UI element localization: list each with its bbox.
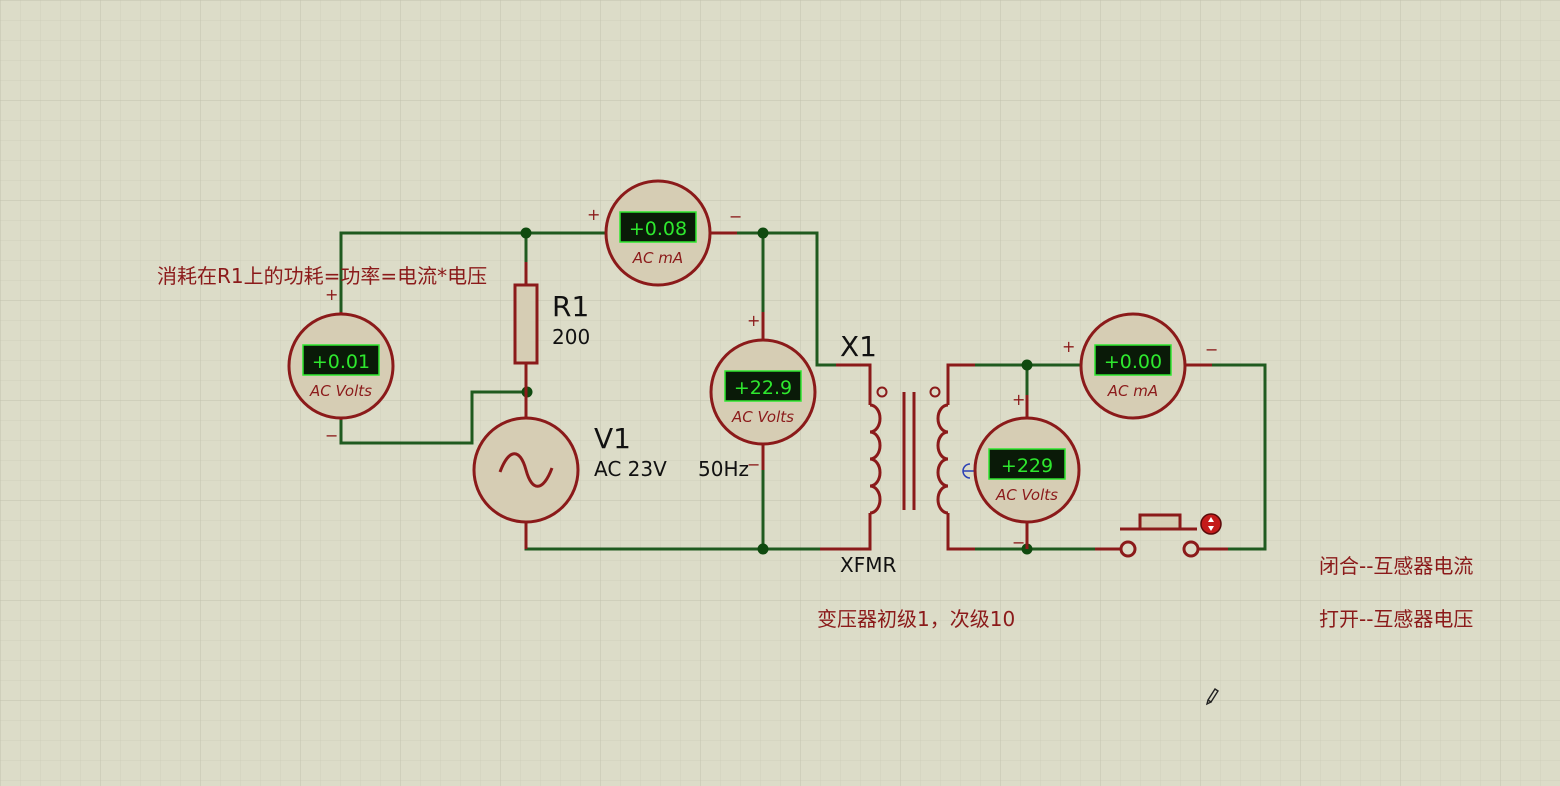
minus-terminal-label: −	[729, 207, 742, 226]
meter-lcd	[1094, 344, 1172, 376]
xfmr-ratio-note: 变压器初级1，次级10	[817, 607, 1015, 631]
polarity-dot	[876, 386, 888, 398]
power-note: 消耗在R1上的功耗=功率=电流*电压	[157, 264, 487, 288]
plus-terminal-label: +	[1012, 390, 1025, 409]
meter-reading: +0.01	[312, 351, 370, 373]
minus-terminal-label: −	[325, 426, 338, 445]
v1-value-label: AC 23V	[594, 457, 667, 481]
push-button-switch[interactable]	[1095, 513, 1228, 558]
meter-unit: AC Volts	[731, 408, 794, 426]
x1-type-label: XFMR	[840, 553, 896, 577]
wire-ma-right-out	[1210, 363, 1267, 551]
primary-coil	[869, 403, 882, 515]
meter-reading: +22.9	[734, 377, 792, 399]
meter-ma-right[interactable]: +0.00 AC mA + −	[1062, 312, 1218, 420]
meter-lcd	[302, 344, 380, 376]
meter-reading: +0.08	[629, 218, 687, 240]
meter-lcd	[619, 211, 697, 243]
meter-unit: AC Volts	[309, 382, 372, 400]
plus-terminal-label: +	[1062, 337, 1075, 356]
pencil-cursor-icon	[1205, 688, 1219, 706]
meter-volt-left[interactable]: +0.01 AC Volts + −	[287, 285, 395, 445]
switch-closed-note: 闭合--互感器电流	[1319, 554, 1473, 578]
meter-reading: +0.00	[1104, 351, 1162, 373]
junctions	[520, 227, 1033, 555]
minus-terminal-label: −	[747, 455, 760, 474]
transformer-x1[interactable]	[820, 363, 975, 551]
r1-value-label: 200	[552, 325, 590, 349]
switch-open-note: 打开--互感器电压	[1319, 607, 1473, 631]
junction-dot	[520, 227, 532, 239]
wire-left-meter-bottom	[339, 390, 528, 445]
secondary-coil	[936, 403, 949, 515]
junction-dot	[757, 543, 769, 555]
meter-ma-top[interactable]: +0.08 AC mA + −	[587, 179, 742, 287]
meter-unit: AC Volts	[995, 486, 1058, 504]
meter-unit: AC mA	[1107, 382, 1158, 400]
wire-top-right	[735, 231, 838, 367]
meter-volt-right[interactable]: +229 AC Volts + −	[973, 390, 1081, 552]
meter-unit: AC mA	[632, 249, 683, 267]
meter-reading: +229	[1001, 455, 1053, 477]
switch-toggle-icon[interactable]	[1200, 513, 1222, 535]
x1-ref-label: X1	[840, 330, 877, 363]
minus-terminal-label: −	[1205, 340, 1218, 359]
plus-terminal-label: +	[587, 205, 600, 224]
v1-ref-label: V1	[594, 422, 631, 455]
resistor-r1[interactable]: R1 200	[513, 262, 590, 392]
sine-wave-icon	[498, 452, 554, 488]
meter-lcd	[988, 448, 1066, 480]
v1-frequency-label: 50Hz	[698, 457, 749, 481]
junction-dot	[757, 227, 769, 239]
meter-lcd	[724, 370, 802, 402]
plus-terminal-label: +	[747, 311, 760, 330]
junction-dot	[1021, 359, 1033, 371]
wires	[339, 231, 1267, 551]
r1-ref-label: R1	[552, 290, 589, 323]
meter-volt-mid[interactable]: +22.9 AC Volts + −	[709, 311, 817, 474]
plus-terminal-label: +	[325, 285, 338, 304]
ac-source-v1[interactable]: V1 AC 23V 50Hz	[472, 392, 749, 549]
minus-terminal-label: −	[1012, 533, 1025, 552]
polarity-dot	[929, 386, 941, 398]
